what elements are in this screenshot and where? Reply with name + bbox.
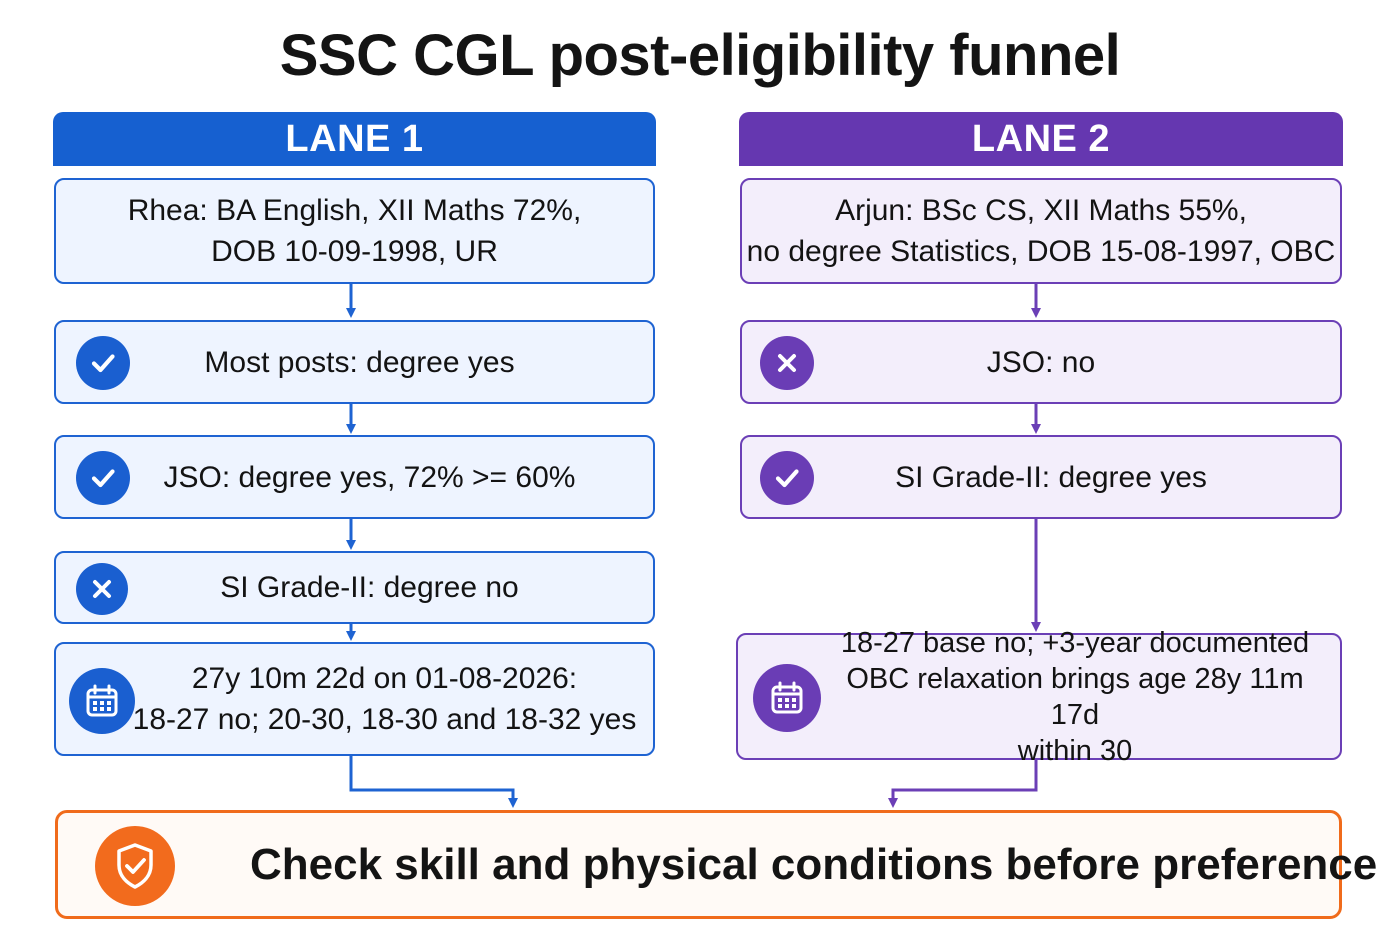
cross-icon xyxy=(76,563,128,615)
lane1-header: LANE 1 xyxy=(53,112,656,166)
lane1-arrow-final xyxy=(349,756,518,808)
lane1-profile-line-1: Rhea: BA English, XII Maths 72%, xyxy=(127,194,582,227)
lane1-step-si-grade: SI Grade-II: degree no xyxy=(54,551,655,624)
calendar-icon xyxy=(69,668,135,734)
lane1-step-1-label: Most posts: degree yes xyxy=(204,345,515,379)
calendar-icon xyxy=(753,664,821,732)
lane1-age-box: 27y 10m 22d on 01-08-2026: 18-27 no; 20-… xyxy=(54,642,655,756)
shield-check-icon xyxy=(95,826,175,906)
lane1-step-3-label: SI Grade-II: degree no xyxy=(220,571,519,604)
lane2-step-jso: JSO: no xyxy=(740,320,1342,404)
lane2-profile-line-1: Arjun: BSc CS, XII Maths 55%, xyxy=(835,194,1247,227)
lane1-step-most-posts: Most posts: degree yes xyxy=(54,320,655,404)
lane1-step-jso: JSO: degree yes, 72% >= 60% xyxy=(54,435,655,519)
lane1-profile-line-2: DOB 10-09-1998, UR xyxy=(211,235,498,268)
final-check-label: Check skill and physical conditions befo… xyxy=(250,839,1378,889)
lane2-header: LANE 2 xyxy=(739,112,1343,166)
lane1-step-2-label: JSO: degree yes, 72% >= 60% xyxy=(163,460,576,494)
lane2-arrow-final xyxy=(888,760,1038,808)
check-icon xyxy=(760,451,814,505)
page-title: SSC CGL post-eligibility funnel xyxy=(279,23,1121,88)
lane2-profile-line-2: no degree Statistics, DOB 15-08-1997, OB… xyxy=(746,235,1336,268)
lane2-age-line-1: 18-27 base no; +3-year documented xyxy=(840,626,1310,659)
lane2-profile-box: Arjun: BSc CS, XII Maths 55%, no degree … xyxy=(740,178,1342,284)
lane2-step-1-label: JSO: no xyxy=(986,345,1096,379)
lane2-step-si-grade: SI Grade-II: degree yes xyxy=(740,435,1342,519)
lane2-age-line-2: OBC relaxation brings age 28y 11m 17d xyxy=(846,662,1304,731)
check-icon xyxy=(76,451,130,505)
lane2-age-line-3: within 30 xyxy=(1017,734,1133,767)
lane1-profile-box: Rhea: BA English, XII Maths 72%, DOB 10-… xyxy=(54,178,655,284)
final-check-box: Check skill and physical conditions befo… xyxy=(55,810,1378,919)
lane2-step-2-label: SI Grade-II: degree yes xyxy=(895,460,1207,494)
check-icon xyxy=(76,336,130,390)
cross-icon xyxy=(760,336,814,390)
lane1-age-line-2: 18-27 no; 20-30, 18-30 and 18-32 yes xyxy=(132,703,637,736)
lane1-age-line-1: 27y 10m 22d on 01-08-2026: xyxy=(191,662,578,695)
lane2-age-box: 18-27 base no; +3-year documented OBC re… xyxy=(736,627,1342,767)
